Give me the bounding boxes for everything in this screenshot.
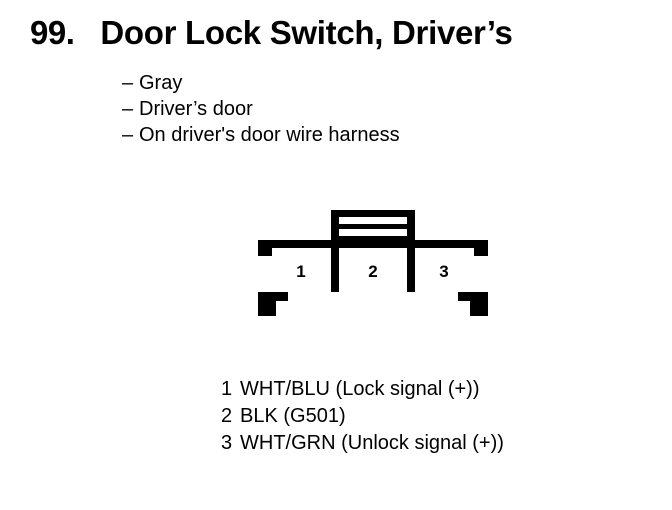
- pin-legend-row: 1 WHT/BLU (Lock signal (+)): [221, 376, 651, 403]
- pin-legend-number: 1: [221, 378, 233, 400]
- page-title: Door Lock Switch, Driver’s: [100, 14, 513, 51]
- page-header: 99. Door Lock Switch, Driver’s: [0, 14, 672, 58]
- attribute-item-label: On driver's door wire harness: [139, 124, 400, 146]
- attribute-item-location: – Driver’s door: [122, 96, 582, 122]
- cavity-label-3: 3: [439, 262, 448, 281]
- attribute-item-label: Driver’s door: [139, 98, 253, 120]
- locking-tab-outline: [331, 210, 415, 242]
- pin-legend-row: 2 BLK (G501): [221, 403, 651, 430]
- attribute-list: – Gray – Driver’s door – On driver's doo…: [122, 70, 582, 148]
- pin-legend-row: 3 WHT/GRN (Unlock signal (+)): [221, 430, 651, 457]
- cavity-label-1: 1: [296, 262, 305, 281]
- cavity-divider-2: [407, 240, 415, 292]
- cavity-label-2: 2: [368, 262, 377, 281]
- connector-diagram: 1 2 3: [248, 204, 498, 324]
- pin-legend-number: 2: [221, 405, 233, 427]
- attribute-item-label: Gray: [139, 72, 183, 94]
- attribute-item-color: – Gray: [122, 70, 582, 96]
- pin-legend: 1 WHT/BLU (Lock signal (+)) 2 BLK (G501)…: [221, 376, 651, 457]
- cavity-interior-3: [415, 248, 474, 292]
- pin-legend-description: BLK (G501): [240, 405, 346, 427]
- pin-legend-description: WHT/BLU (Lock signal (+)): [240, 378, 480, 400]
- locking-tab-slot-lower: [339, 229, 407, 236]
- locking-tab-slot-upper: [339, 217, 407, 224]
- cavity-divider-1: [331, 240, 339, 292]
- dash-bullet-icon: –: [122, 124, 134, 146]
- dash-bullet-icon: –: [122, 72, 134, 94]
- pin-legend-description: WHT/GRN (Unlock signal (+)): [240, 432, 504, 454]
- connector-svg: 1 2 3: [258, 210, 488, 316]
- cavity-interior-2: [339, 248, 407, 292]
- cavity-interior-1: [272, 248, 331, 292]
- attribute-item-harness: – On driver's door wire harness: [122, 122, 582, 148]
- entry-number: 99.: [30, 14, 75, 51]
- pin-legend-number: 3: [221, 432, 233, 454]
- dash-bullet-icon: –: [122, 98, 134, 120]
